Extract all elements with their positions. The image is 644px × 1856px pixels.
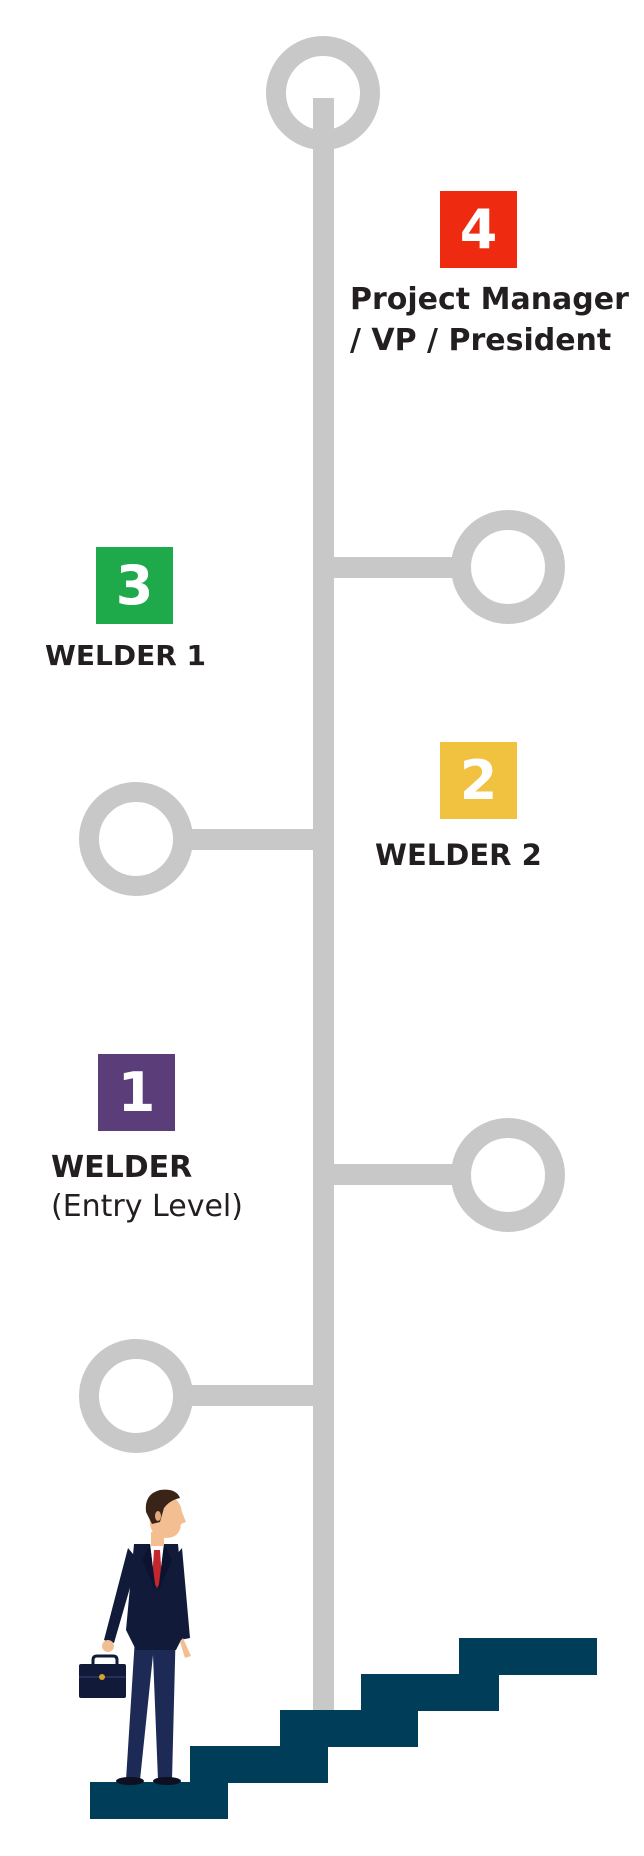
step-3-title: WELDER 1 [45,639,207,672]
timeline-track [313,98,334,1710]
node-top [266,36,380,150]
staircase-icon [90,1638,597,1819]
step-1-subtitle: (Entry Level) [51,1189,243,1224]
node-left-lower [79,1339,193,1453]
stair-step-5 [459,1638,597,1675]
step-4-number-badge: 4 [440,191,517,268]
step-4-title-line2: / VP / President [350,323,612,358]
step-4-title-line1: Project Manager [350,282,629,317]
stair-step-2 [190,1746,328,1783]
connector-left-lower [191,1385,313,1406]
stair-step-4 [361,1674,499,1711]
connector-left-upper [191,829,313,850]
connector-right-upper [334,557,454,578]
stair-step-3 [280,1710,418,1747]
connector-right-lower [334,1164,454,1185]
businessman-icon [79,1489,191,1785]
node-left-upper [79,782,193,896]
node-right-upper [451,510,565,624]
step-2-title: WELDER 2 [375,838,542,872]
step-1-title: WELDER [51,1150,193,1185]
step-3-number-badge: 3 [96,547,173,624]
step-2-number-badge: 2 [440,742,517,819]
step-1-number-badge: 1 [98,1054,175,1131]
node-right-lower [451,1118,565,1232]
stair-step-1 [90,1782,228,1819]
briefcase-icon [79,1654,126,1698]
